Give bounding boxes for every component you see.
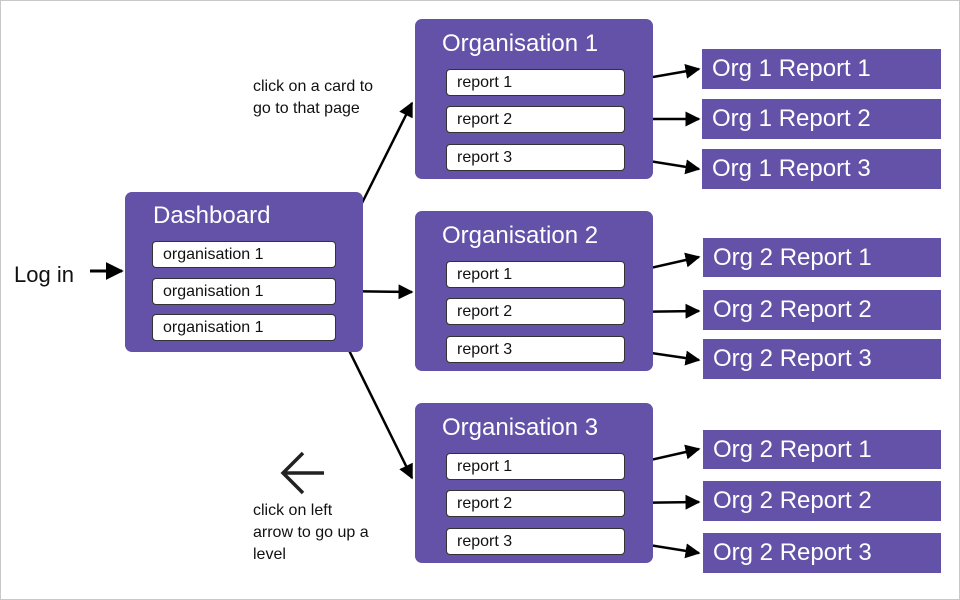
- org-1-report-3-page[interactable]: Org 1 Report 3: [702, 149, 941, 189]
- login-label: Log in: [14, 262, 74, 287]
- dashboard-title: Dashboard: [153, 202, 271, 229]
- dashboard-card[interactable]: Dashboard organisation 1 organisation 1 …: [125, 192, 363, 352]
- organisation-1-report-2[interactable]: report 2: [446, 106, 625, 133]
- org-2-report-2-page[interactable]: Org 2 Report 2: [703, 290, 941, 330]
- organisation-3-card[interactable]: Organisation 3 report 1 report 2 report …: [415, 403, 653, 563]
- organisation-2-card[interactable]: Organisation 2 report 1 report 2 report …: [415, 211, 653, 371]
- organisation-2-report-2[interactable]: report 2: [446, 298, 625, 325]
- back-arrow-note-line-1: click on left: [253, 502, 333, 519]
- organisation-3-title: Organisation 3: [442, 414, 599, 441]
- org-2-report-3-page[interactable]: Org 2 Report 3: [703, 339, 941, 379]
- organisation-3-report-1[interactable]: report 1: [446, 453, 625, 480]
- organisation-1-card[interactable]: Organisation 1 report 1 report 2 report …: [415, 19, 653, 179]
- org-1-report-1-page[interactable]: Org 1 Report 1: [702, 49, 941, 89]
- organisation-2-report-3[interactable]: report 3: [446, 336, 625, 363]
- organisation-1-report-1[interactable]: report 1: [446, 69, 625, 96]
- org-3-report-1-page[interactable]: Org 2 Report 1: [703, 430, 941, 469]
- back-arrow-note: click on left arrow to go up a level: [253, 500, 369, 566]
- org-1-report-2-page[interactable]: Org 1 Report 2: [702, 99, 941, 139]
- organisation-3-report-2[interactable]: report 2: [446, 490, 625, 517]
- back-arrow-note-line-2: arrow to go up a: [253, 524, 369, 541]
- card-click-note: click on a card to go to that page: [253, 76, 373, 120]
- org-2-report-1-page[interactable]: Org 2 Report 1: [703, 238, 941, 277]
- organisation-1-title: Organisation 1: [442, 30, 599, 57]
- organisation-3-report-3[interactable]: report 3: [446, 528, 625, 555]
- org-3-report-3-page[interactable]: Org 2 Report 3: [703, 533, 941, 573]
- organisation-2-title: Organisation 2: [442, 222, 599, 249]
- dashboard-item-3[interactable]: organisation 1: [152, 314, 336, 341]
- back-arrow-note-line-3: level: [253, 546, 286, 563]
- organisation-1-report-3[interactable]: report 3: [446, 144, 625, 171]
- organisation-2-report-1[interactable]: report 1: [446, 261, 625, 288]
- card-click-note-line-1: click on a card to: [253, 78, 374, 95]
- org-3-report-2-page[interactable]: Org 2 Report 2: [703, 481, 941, 521]
- card-click-note-line-2: go to that page: [253, 100, 360, 117]
- dashboard-item-1[interactable]: organisation 1: [152, 241, 336, 268]
- dashboard-item-2[interactable]: organisation 1: [152, 278, 336, 305]
- left-arrow-icon[interactable]: [280, 451, 324, 495]
